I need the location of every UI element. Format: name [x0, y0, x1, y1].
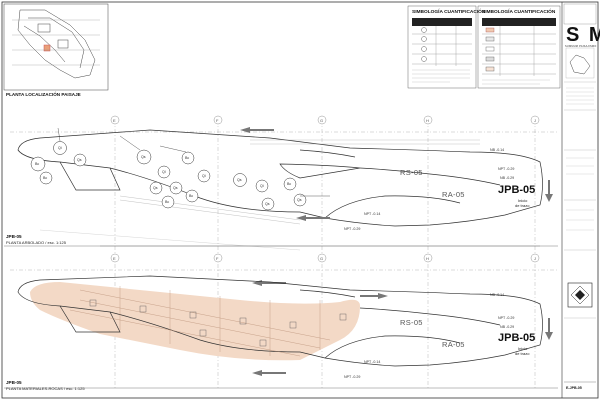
- start-marker-line2: de trazo: [515, 203, 530, 208]
- tree-tag: Bc: [189, 194, 194, 198]
- legend-right-title: SIMBOLOGÍA CUANTIFICACIÓN: [482, 10, 556, 15]
- tree-symbols: [30, 141, 307, 211]
- bottom-plan-fill: [30, 282, 360, 361]
- start-marker-line1: Inicio: [518, 198, 528, 203]
- level-label: NPT -0.29: [344, 227, 361, 231]
- grid-col-label: G: [320, 256, 324, 261]
- jpb-marker: JPB-05: [498, 184, 536, 196]
- key-map-outline: [569, 54, 591, 75]
- tree-tag: Bc: [43, 176, 48, 180]
- grid-col-label: E: [113, 118, 116, 123]
- company-subtitle: SUMMUM PAISAJISMO: [565, 45, 597, 48]
- tree-tag: Bc: [185, 156, 190, 160]
- tree-tag: Qi: [58, 146, 62, 150]
- tree-tag: Qs: [77, 158, 82, 162]
- legend-left-title: SIMBOLOGÍA CUANTIFICACIÓN: [412, 10, 486, 15]
- grid-col-label: F: [216, 256, 219, 261]
- company-seal-frame: [567, 282, 593, 308]
- grid-col-label: H: [426, 256, 429, 261]
- bottom-plan-grid-paving: [69, 286, 331, 357]
- rock-markers: [89, 299, 347, 347]
- grid-col-label: F: [216, 118, 219, 123]
- legend-left-frame: [407, 5, 477, 89]
- zone-label: RS-05: [400, 168, 423, 177]
- level-label: NB -0.14: [490, 293, 505, 297]
- level-label: NB -0.29: [500, 176, 515, 180]
- company-seal: [570, 285, 590, 305]
- tree-tag: Bc: [35, 162, 40, 166]
- location-plan-frame: [3, 3, 109, 91]
- top-view-title: PLANTA ARBOLADO / esc. 1:125: [6, 240, 66, 245]
- tree-tag: Qs: [237, 178, 242, 182]
- tree-tag: Ql: [162, 170, 166, 174]
- zone-label: RS-05: [400, 318, 423, 327]
- tree-tag: Qi: [202, 174, 206, 178]
- tree-tag: Qs: [297, 198, 302, 202]
- grid-col-label: H: [426, 118, 429, 123]
- tree-tag: Qs: [153, 186, 158, 190]
- grid-col-label: J: [534, 256, 536, 261]
- grid-col-label: G: [320, 118, 324, 123]
- level-label: NPT -0.14: [364, 360, 381, 364]
- bottom-plan-outline: [17, 275, 543, 367]
- level-label: NPT -0.29: [344, 375, 361, 379]
- tree-tag: Bc: [287, 182, 292, 186]
- level-label: NPT -0.29: [498, 316, 515, 320]
- company-logo-text: S M: [566, 24, 600, 46]
- tree-tag: Qs: [265, 202, 270, 206]
- zone-label: RA-05: [442, 190, 465, 199]
- location-plan-title: PLANTA LOCALIZACIÓN PAISAJE: [6, 92, 81, 97]
- direction-arrows: [240, 127, 553, 376]
- location-plan-sketch: [17, 9, 96, 79]
- level-label: NB -0.29: [500, 325, 515, 329]
- bottom-view-code: JPB-05: [6, 380, 22, 385]
- top-view-code: JPB-05: [6, 234, 22, 239]
- jpb-marker: JPB-05: [498, 332, 536, 344]
- tree-tag: Qi: [260, 184, 264, 188]
- top-plan-outline: [17, 129, 543, 227]
- level-label: NB -0.14: [490, 148, 505, 152]
- tree-tag: Bc: [165, 200, 170, 204]
- tree-tag: Qs: [141, 155, 146, 159]
- level-label: NPT -0.29: [498, 167, 515, 171]
- grid-col-label: J: [534, 118, 536, 123]
- tree-tag: Qs: [173, 186, 178, 190]
- key-map-frame: [565, 47, 595, 79]
- grid-col-label: E: [113, 256, 116, 261]
- level-label: NPT -0.14: [364, 212, 381, 216]
- grid-bubbles: [110, 115, 540, 263]
- zone-label: RA-05: [442, 340, 465, 349]
- sheet-code: E-JPB-05: [566, 386, 582, 390]
- start-marker-line1: Inicio: [518, 346, 528, 351]
- start-marker-line2: de trazo: [515, 351, 530, 356]
- bottom-view-title: PLANTA MATERIALES-ROCAS / esc. 1:125: [6, 386, 85, 391]
- legend-right-frame: [477, 5, 561, 89]
